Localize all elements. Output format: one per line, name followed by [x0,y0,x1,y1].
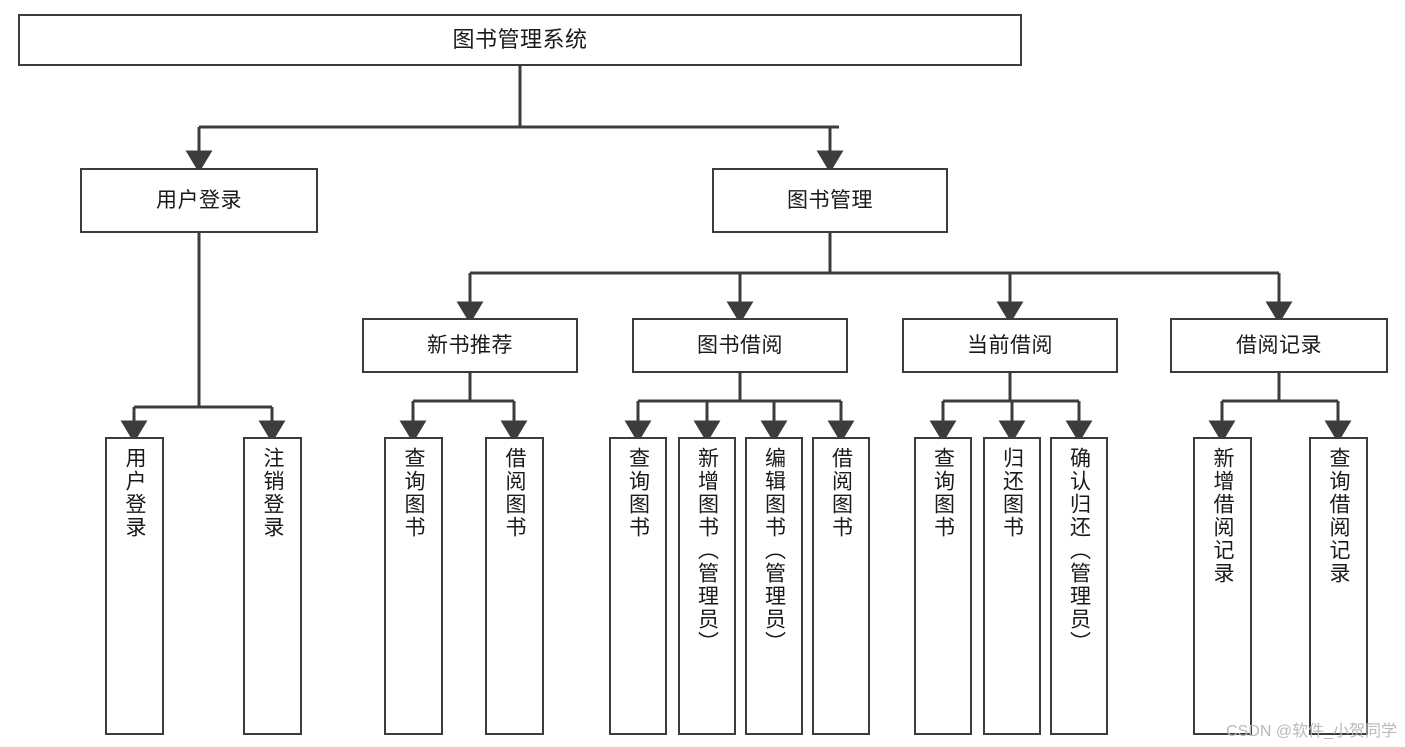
node-label: 查询图书 [626,447,650,539]
node-leaf-confirm-return-admin[interactable]: 确认归还（管理员） [1050,437,1108,735]
node-label: 借阅记录 [1236,333,1322,357]
node-leaf-borrow-book-recommend[interactable]: 借阅图书 [485,437,544,735]
node-label: 当前借阅 [967,333,1053,357]
node-leaf-edit-book-admin[interactable]: 编辑图书（管理员） [745,437,803,735]
node-label: 查询借阅记录 [1327,447,1350,585]
csdn-watermark: CSDN @软件_小贺同学 [1226,723,1397,740]
node-leaf-return-book[interactable]: 归还图书 [983,437,1041,735]
node-label: 新增借阅记录 [1211,447,1234,585]
node-label: 归还图书 [1000,447,1024,539]
node-leaf-query-book-current[interactable]: 查询图书 [914,437,972,735]
node-leaf-query-book[interactable]: 查询图书 [609,437,667,735]
node-label: 图书管理 [787,188,873,212]
node-label: 用户登录 [156,188,242,212]
node-new-book-recommend[interactable]: 新书推荐 [362,318,578,373]
node-user-login[interactable]: 用户登录 [80,168,318,233]
node-current-borrow[interactable]: 当前借阅 [902,318,1118,373]
node-leaf-query-borrow-record[interactable]: 查询借阅记录 [1309,437,1368,735]
node-label: 新书推荐 [427,333,513,357]
node-label: 查询图书 [402,447,425,539]
node-leaf-user-login[interactable]: 用户登录 [105,437,164,735]
node-leaf-add-book-admin[interactable]: 新增图书（管理员） [678,437,736,735]
node-label: 图书管理系统 [452,26,588,52]
node-label: 借阅图书 [503,447,526,539]
node-book-borrow[interactable]: 图书借阅 [632,318,848,373]
node-label: 新增图书（管理员） [695,447,719,654]
node-leaf-user-logout[interactable]: 注销登录 [243,437,302,735]
node-label: 借阅图书 [829,447,853,539]
node-label: 查询图书 [931,447,955,539]
node-root-system[interactable]: 图书管理系统 [18,14,1022,66]
node-leaf-query-book-recommend[interactable]: 查询图书 [384,437,443,735]
node-leaf-add-borrow-record[interactable]: 新增借阅记录 [1193,437,1252,735]
node-label: 确认归还（管理员） [1067,447,1091,654]
node-borrow-record[interactable]: 借阅记录 [1170,318,1388,373]
node-label: 图书借阅 [697,333,783,357]
node-book-management[interactable]: 图书管理 [712,168,948,233]
node-label: 注销登录 [261,447,284,539]
node-label: 编辑图书（管理员） [762,447,786,654]
node-label: 用户登录 [123,447,146,539]
node-leaf-borrow-book[interactable]: 借阅图书 [812,437,870,735]
